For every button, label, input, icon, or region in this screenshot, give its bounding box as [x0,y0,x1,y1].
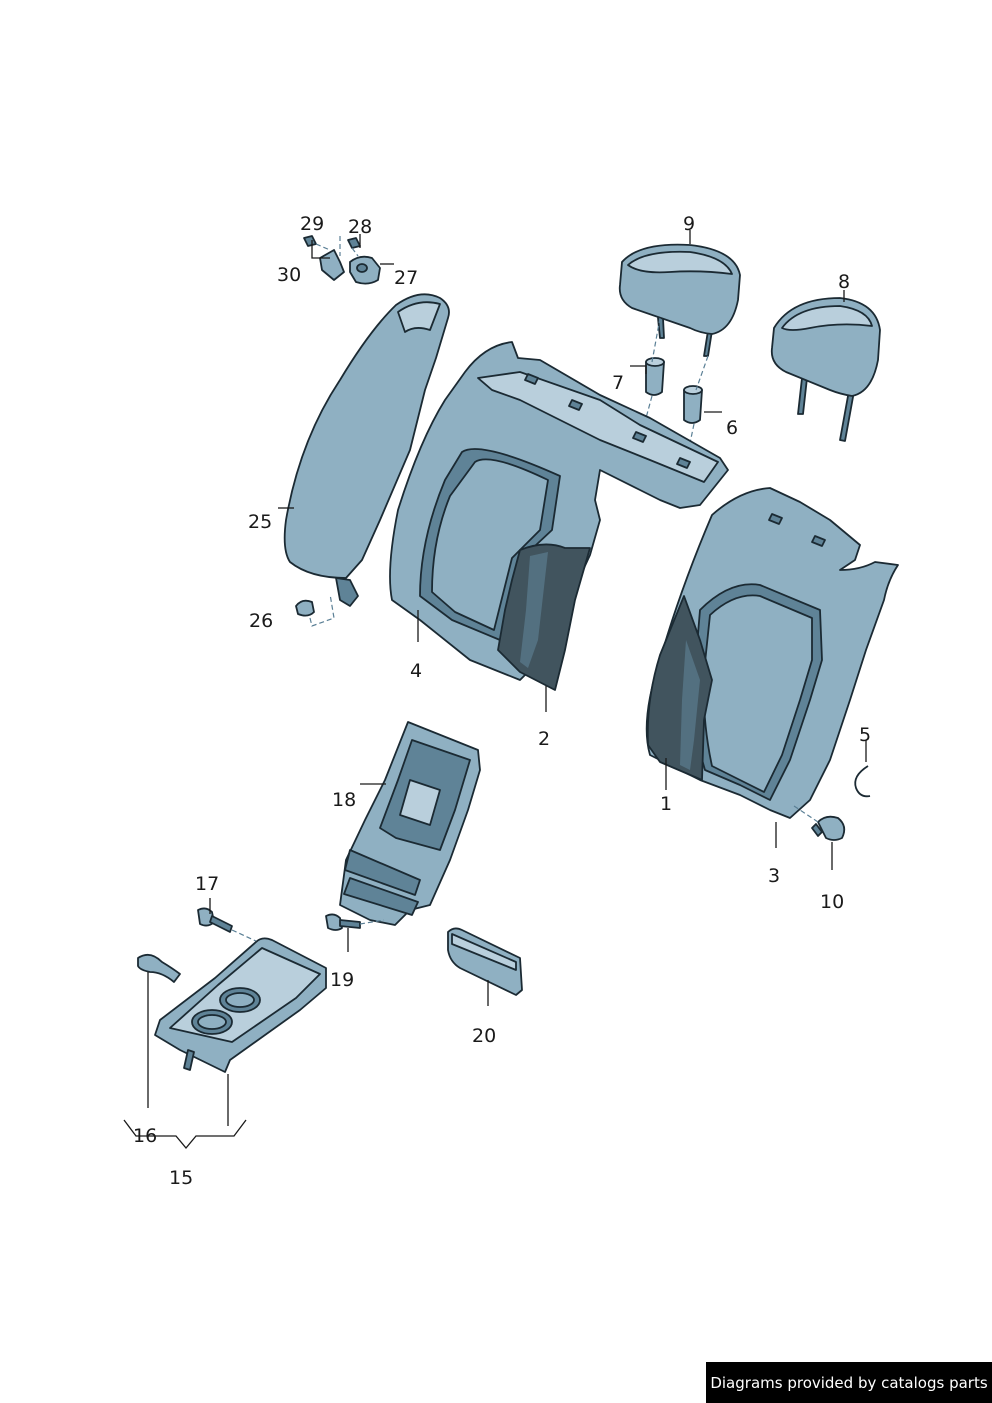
callout-6: 6 [726,417,738,439]
callout-3: 3 [768,865,780,887]
part-7-headrest-guide[interactable] [645,357,665,396]
callout-labels: 1 2 3 4 5 6 7 8 9 10 15 16 17 18 19 20 2… [133,213,871,1189]
dash-line-nut-26 [309,593,335,627]
callout-10: 10 [820,891,844,913]
part-27-latch[interactable] [349,255,381,285]
part-9-headrest-center[interactable] [618,243,741,357]
callout-29: 29 [300,213,324,235]
callout-27: 27 [394,267,418,289]
part-4-backrest-frame-left[interactable] [389,341,729,681]
callout-1: 1 [660,793,672,815]
part-1-backrest-foam-pad-right[interactable] [646,595,713,781]
part-8-headrest-right[interactable] [770,297,881,442]
part-3-backrest-frame-right[interactable] [645,487,899,819]
part-19-bolt[interactable] [325,913,361,931]
callout-20: 20 [472,1025,496,1047]
part-16-cover-cap[interactable] [137,953,181,983]
part-10-plug[interactable] [811,815,846,841]
part-25-side-bolster[interactable] [283,293,450,607]
callout-4: 4 [410,660,422,682]
part-15-armrest-cupholder[interactable] [154,937,327,1073]
part-18-armrest-frame[interactable] [339,721,481,926]
part-6-headrest-guide[interactable] [683,385,703,424]
dash-line-bolt-19 [359,919,385,925]
callout-30: 30 [277,264,301,286]
part-17-bolt[interactable] [197,907,233,933]
dash-line-hardware-top [315,236,359,257]
dash-line-bolt-17 [231,929,259,943]
callout-28: 28 [348,216,372,238]
callout-7: 7 [612,372,624,394]
callout-15: 15 [169,1167,193,1189]
credit-banner: Diagrams provided by catalogs parts [706,1362,992,1403]
callout-25: 25 [248,511,272,533]
callout-16: 16 [133,1125,157,1147]
callout-9: 9 [683,213,695,235]
callout-5: 5 [859,724,871,746]
part-5-clip[interactable] [854,765,871,798]
callout-26: 26 [249,610,273,632]
leader-lines [123,230,867,1150]
callout-2: 2 [538,728,550,750]
part-2-backrest-foam-pad-left[interactable] [497,543,591,691]
part-20-armrest-pad[interactable] [447,927,523,996]
dash-line-plug-10 [793,805,819,823]
callout-19: 19 [330,969,354,991]
part-26-nut[interactable] [295,599,315,617]
credit-text: Diagrams provided by catalogs parts [710,1373,988,1392]
part-29-screw[interactable] [303,235,317,247]
part-28-screw[interactable] [347,237,361,249]
callout-8: 8 [838,271,850,293]
callout-18: 18 [332,789,356,811]
callout-17: 17 [195,873,219,895]
